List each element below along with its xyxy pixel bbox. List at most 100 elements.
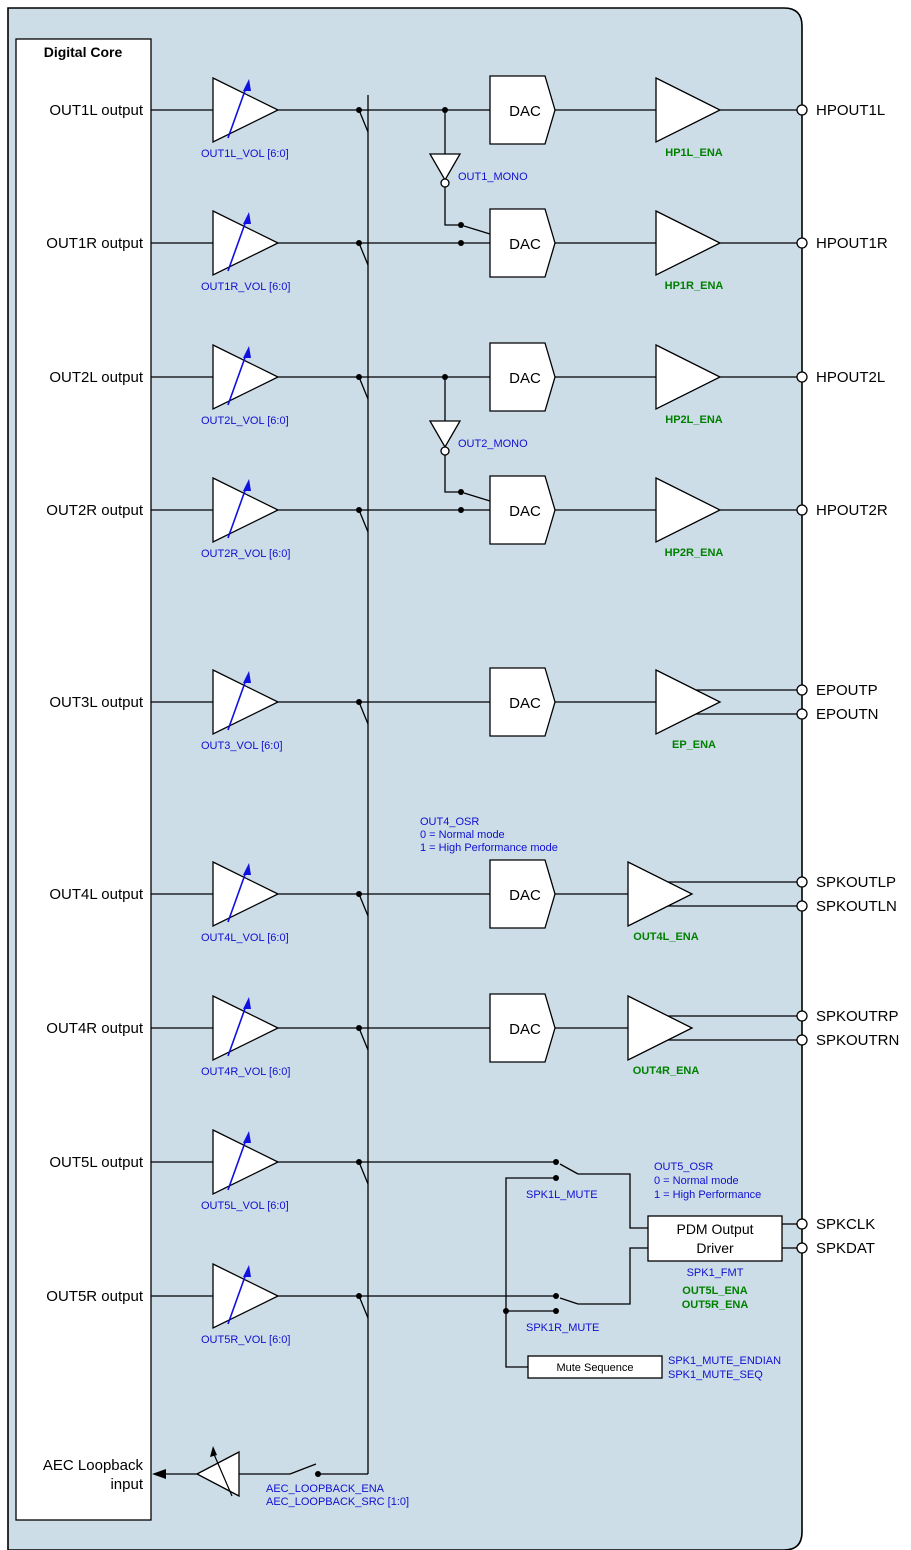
svg-text:OUT4_OSR: OUT4_OSR: [420, 816, 479, 828]
pin-p-label-ch7: SPKOUTRP: [816, 1008, 899, 1025]
volume-amp-ch6: [212, 860, 280, 928]
dac-label-ch5: DAC: [509, 695, 541, 712]
dac-ch5: [489, 667, 556, 737]
pin-p-ch5: [796, 684, 808, 696]
spkclk-pin: [796, 1218, 808, 1230]
dac-label-ch3: DAC: [509, 370, 541, 387]
input-label-ch1: OUT1L output: [49, 102, 143, 119]
svg-text:1 = High Performance: 1 = High Performance: [654, 1189, 761, 1201]
ena-label-ch4: HP2R_ENA: [665, 547, 724, 559]
output-amp-ch6: [627, 860, 694, 928]
pdm-section: PDM Output Driver SPKCLK SPKDAT OUT5_OSR…: [359, 1159, 875, 1381]
volume-amp-ch3: [212, 343, 280, 411]
vol-label-ch1: OUT1L_VOL [6:0]: [201, 148, 289, 160]
digital-core-box: [15, 38, 152, 1521]
out1-mono-label: OUT1_MONO: [458, 171, 528, 183]
pin-p-label-ch6: SPKOUTLP: [816, 874, 896, 891]
vol-label-ch5: OUT3_VOL [6:0]: [201, 740, 283, 752]
spk1l-mute-label: SPK1L_MUTE: [526, 1189, 598, 1201]
vol-label-ch7: OUT4R_VOL [6:0]: [201, 1066, 290, 1078]
volume-amp-ch9: [212, 1262, 280, 1330]
input-label-ch8: OUT5L output: [49, 1154, 143, 1171]
svg-text:Mute Sequence: Mute Sequence: [556, 1362, 633, 1374]
spkdat-label: SPKDAT: [816, 1240, 875, 1257]
output-amp-ch7: [627, 994, 694, 1062]
output-amp-ch2: [655, 209, 722, 277]
ena-label-ch5: EP_ENA: [672, 739, 716, 751]
vol-label-ch2: OUT1R_VOL [6:0]: [201, 281, 290, 293]
out4-osr-note: OUT4_OSR 0 = Normal mode 1 = High Perfor…: [420, 816, 558, 854]
pin-label-ch3: HPOUT2L: [816, 369, 885, 386]
ena-label-ch3: HP2L_ENA: [665, 414, 723, 426]
out5l-ena-label: OUT5L_ENA: [682, 1285, 747, 1297]
svg-text:1 = High Performance mode: 1 = High Performance mode: [420, 842, 558, 854]
svg-text:Driver: Driver: [696, 1240, 734, 1256]
dac-ch7: [489, 993, 556, 1063]
out2-mono-path: OUT2_MONO: [428, 377, 528, 513]
spkclk-label: SPKCLK: [816, 1216, 875, 1233]
out5r-ena-label: OUT5R_ENA: [682, 1299, 749, 1311]
aec-input-label-1: AEC Loopback: [43, 1457, 144, 1474]
volume-amp-ch2: [212, 209, 280, 277]
input-label-ch9: OUT5R output: [46, 1288, 144, 1305]
ena-label-ch1: HP1L_ENA: [665, 147, 723, 159]
ena-label-ch7: OUT4R_ENA: [633, 1065, 700, 1077]
input-label-ch6: OUT4L output: [49, 886, 143, 903]
dac-ch4: [489, 475, 556, 545]
volume-amp-ch7: [212, 994, 280, 1062]
output-amp-ch3: [655, 343, 722, 411]
volume-amp-ch8: [212, 1128, 280, 1196]
input-label-ch7: OUT4R output: [46, 1020, 144, 1037]
output-amp-ch4: [655, 476, 722, 544]
spk1-fmt-label: SPK1_FMT: [687, 1267, 744, 1279]
pin-label-ch4: HPOUT2R: [816, 502, 888, 519]
pin-n-label-ch6: SPKOUTLN: [816, 898, 897, 915]
pin-ch2: [796, 237, 808, 249]
ena-label-ch6: OUT4L_ENA: [633, 931, 698, 943]
out1-mono-path: OUT1_MONO: [428, 110, 528, 246]
svg-text:0 = Normal mode: 0 = Normal mode: [420, 829, 505, 841]
aec-loopback-src-label: AEC_LOOPBACK_SRC [1:0]: [266, 1496, 409, 1508]
pin-ch3: [796, 371, 808, 383]
input-label-ch4: OUT2R output: [46, 502, 144, 519]
output-amp-ch1: [655, 76, 722, 144]
svg-text:SPK1_MUTE_SEQ: SPK1_MUTE_SEQ: [668, 1369, 763, 1381]
pin-ch1: [796, 104, 808, 116]
pin-n-label-ch7: SPKOUTRN: [816, 1032, 899, 1049]
input-label-ch3: OUT2L output: [49, 369, 143, 386]
ena-label-ch2: HP1R_ENA: [665, 280, 724, 292]
dac-label-ch2: DAC: [509, 236, 541, 253]
dac-label-ch4: DAC: [509, 503, 541, 520]
aec-input-label-2: input: [110, 1476, 143, 1493]
digital-core-title: Digital Core: [44, 44, 123, 60]
dac-ch6: [489, 859, 556, 929]
dac-label-ch6: DAC: [509, 887, 541, 904]
spk1r-mute-label: SPK1R_MUTE: [526, 1322, 599, 1334]
vol-label-ch8: OUT5L_VOL [6:0]: [201, 1200, 289, 1212]
dac-ch2: [489, 208, 556, 278]
pin-p-ch7: [796, 1010, 808, 1022]
aec-loopback-ena-label: AEC_LOOPBACK_ENA: [266, 1483, 385, 1495]
mute-sequence-box: [527, 1355, 663, 1379]
aec-loopback-path: AEC Loopback input AEC_LOOPBACK_ENA AEC_…: [43, 1446, 409, 1508]
vol-label-ch9: OUT5R_VOL [6:0]: [201, 1334, 290, 1346]
pin-label-ch2: HPOUT1R: [816, 235, 888, 252]
pin-p-ch6: [796, 876, 808, 888]
vol-label-ch4: OUT2R_VOL [6:0]: [201, 548, 290, 560]
pin-p-label-ch5: EPOUTP: [816, 682, 878, 699]
input-label-ch2: OUT1R output: [46, 235, 144, 252]
svg-text:0 = Normal mode: 0 = Normal mode: [654, 1175, 739, 1187]
volume-amp-ch5: [212, 668, 280, 736]
dac-ch3: [489, 342, 556, 412]
svg-text:OUT5_OSR: OUT5_OSR: [654, 1161, 713, 1173]
input-label-ch5: OUT3L output: [49, 694, 143, 711]
pin-ch4: [796, 504, 808, 516]
spkdat-pin: [796, 1242, 808, 1254]
pin-n-ch6: [796, 900, 808, 912]
vol-label-ch6: OUT4L_VOL [6:0]: [201, 932, 289, 944]
output-amp-ch5: [655, 668, 722, 736]
vol-label-ch3: OUT2L_VOL [6:0]: [201, 415, 289, 427]
dac-label-ch1: DAC: [509, 103, 541, 120]
volume-amp-ch4: [212, 476, 280, 544]
